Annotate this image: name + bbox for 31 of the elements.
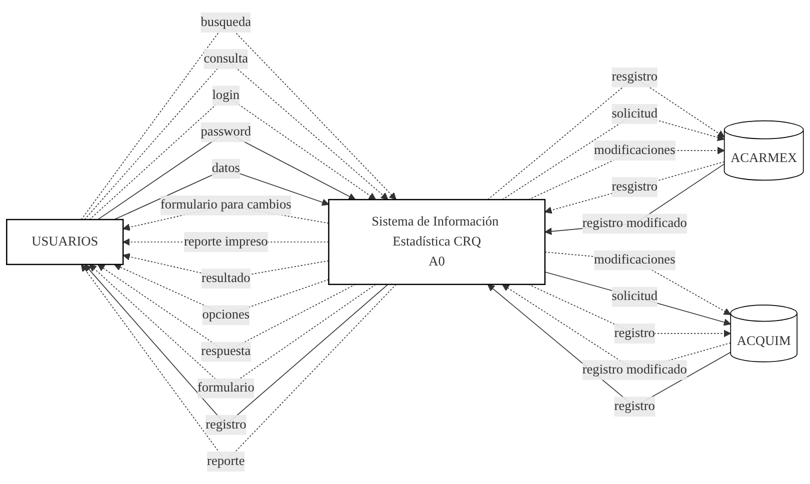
arrow	[544, 252, 731, 315]
arrow	[544, 161, 725, 214]
edge-label: registro modificado	[582, 362, 687, 377]
edge-label: datos	[212, 161, 240, 176]
edge-label: busqueda	[200, 14, 252, 30]
node-box: Sistema de Información Estadística CRQ A0	[328, 198, 546, 286]
edge-label: resultado	[202, 271, 250, 286]
edge-label: login	[212, 88, 240, 102]
edge-label: reporte impreso	[184, 234, 268, 249]
edge-label: modificaciones	[594, 143, 676, 158]
arrow	[544, 164, 725, 236]
edge-label: registro	[614, 399, 655, 414]
edge-label: solicitud	[612, 106, 658, 121]
edge-label: password	[200, 124, 252, 139]
edge-label: resgistro	[612, 180, 658, 194]
edge-label: opciones	[202, 308, 250, 322]
arrow	[528, 284, 731, 338]
edge-label: registro	[614, 326, 655, 340]
edge-label: consulta	[204, 52, 248, 66]
edge-label: resgistro	[612, 70, 658, 84]
edge-label: modificaciones	[594, 252, 676, 267]
edge-label: respuesta	[201, 344, 251, 358]
edge-label: formulario	[197, 380, 254, 396]
edge-label: reporte	[207, 454, 245, 468]
edge-label: registro	[206, 417, 246, 432]
edge-label: formulario para cambios	[160, 198, 292, 212]
edge-label: solicitud	[612, 289, 658, 304]
node-box: USUARIOS	[6, 218, 124, 266]
arrow	[528, 146, 725, 200]
edge-label: registro modificado	[582, 216, 687, 230]
arrow	[544, 272, 731, 326]
